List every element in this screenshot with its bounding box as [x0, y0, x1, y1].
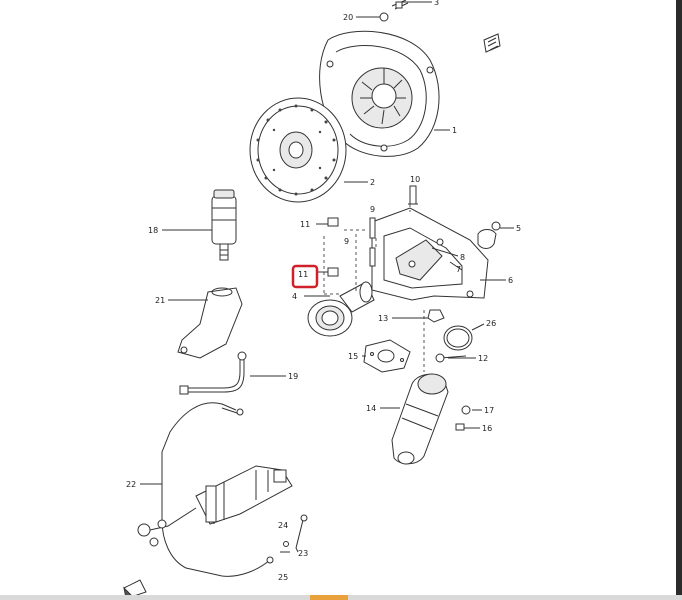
assembly-guide-lines [323, 204, 425, 372]
part-14-release-cylinder [391, 373, 449, 465]
part-6-release-fork [371, 207, 489, 301]
callout-8: 8 [460, 253, 465, 262]
window-edge-bar [676, 0, 682, 600]
callout-17: 17 [484, 406, 494, 415]
callout-15: 15 [348, 352, 358, 361]
part-21-reservoir-bracket [177, 287, 243, 359]
part-1-clutch-cover [319, 30, 440, 157]
master-cylinder [137, 465, 293, 547]
part-20-bolt [379, 0, 409, 22]
part-2-clutch-disc [249, 97, 347, 203]
callout-10: 10 [410, 175, 420, 184]
part-15-gasket [363, 339, 411, 373]
part-18-fluid-reservoir [211, 189, 237, 261]
part-4-release-bearing [307, 281, 375, 337]
part-13-bolt [427, 309, 445, 323]
callout-7: 7 [456, 265, 461, 274]
callout-19: 19 [288, 372, 298, 381]
callout-11-upper: 11 [300, 220, 310, 229]
callout-3: 3 [434, 0, 439, 7]
bottom-scroll-thumb[interactable] [310, 595, 348, 600]
part-19-hose [179, 351, 247, 395]
part-22-clutch-pipe [161, 402, 274, 577]
callout-23: 23 [298, 549, 308, 558]
parts-23-24-25-fittings [280, 514, 308, 553]
parts-16-17-bleeder [455, 405, 471, 431]
part-11-clips [327, 217, 339, 277]
callout-9-upper: 9 [370, 205, 375, 214]
direction-arrow-icon [483, 33, 501, 53]
part-5-boot [477, 221, 501, 249]
callout-4: 4 [292, 292, 297, 301]
part-26-o-ring [443, 325, 473, 351]
callout-26: 26 [486, 319, 496, 328]
part-12-push-rod [435, 353, 467, 363]
callout-13: 13 [378, 314, 388, 323]
callout-12: 12 [478, 354, 488, 363]
callout-2: 2 [370, 178, 375, 187]
callout-18: 18 [148, 226, 158, 235]
callout-5: 5 [516, 224, 521, 233]
callout-11-lower: 11 [298, 270, 308, 279]
callout-1: 1 [452, 126, 457, 135]
callout-9-lower: 9 [344, 237, 349, 246]
callout-21: 21 [155, 296, 165, 305]
part-9-pins [369, 217, 376, 267]
callout-24: 24 [278, 521, 288, 530]
callout-22: 22 [126, 480, 136, 489]
leader-lines [140, 1, 514, 553]
callout-16: 16 [482, 424, 492, 433]
callout-14: 14 [366, 404, 376, 413]
callout-6: 6 [508, 276, 513, 285]
callout-20: 20 [343, 13, 353, 22]
highlight-callout-11 [291, 264, 319, 289]
callout-labels: 20 3 1 2 18 10 11 9 9 8 7 5 6 11 4 21 13… [126, 0, 521, 582]
callout-25: 25 [278, 573, 288, 582]
part-10-clip [408, 185, 418, 205]
